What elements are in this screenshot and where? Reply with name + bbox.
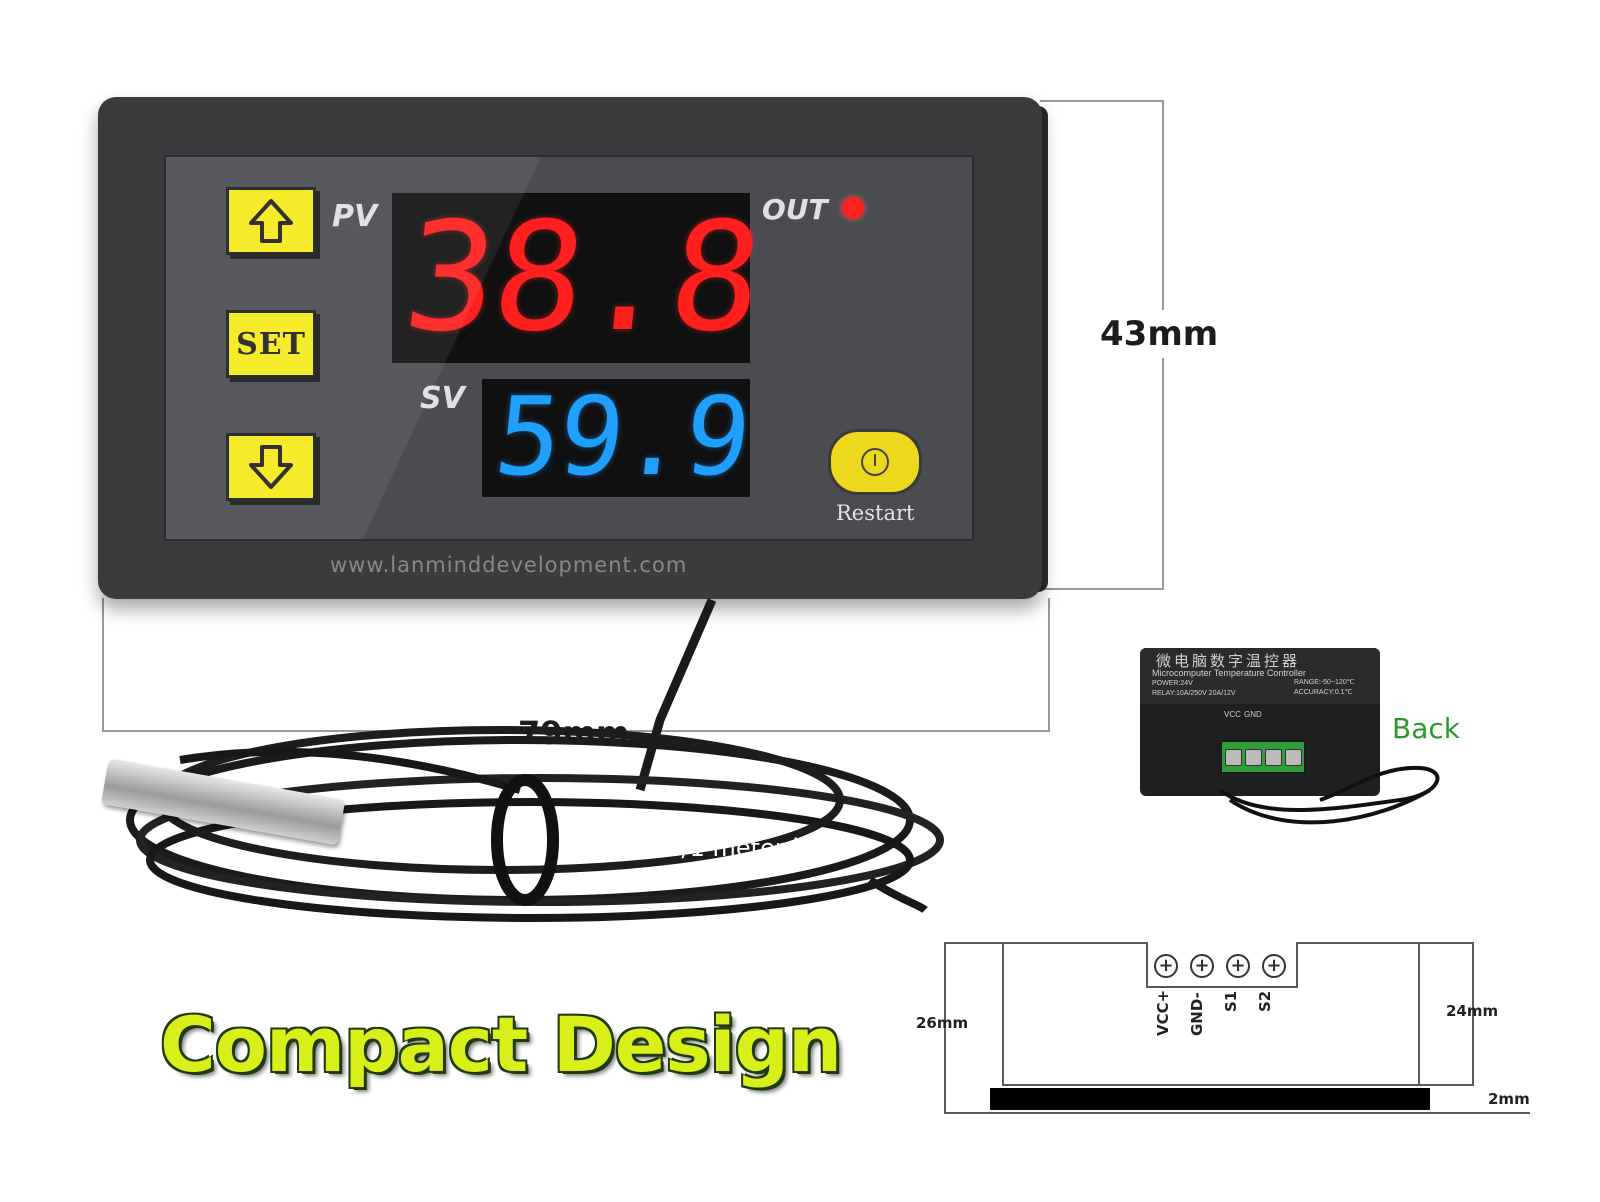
diagram-terminal-block: + + + + [1146,942,1298,988]
back-range: RANGE:-50~120℃ [1294,679,1355,686]
back-accuracy: ACCURACY:0.1℃ [1294,689,1353,696]
out-label: OUT [762,193,828,226]
diagram-left-edge [944,942,946,1114]
sv-display: 59.9 [482,375,755,500]
watermark-text: www.lanminddevelopment.com [330,553,688,577]
headline: Compact Design [160,1000,842,1089]
out-indicator-led [842,197,864,219]
terminal-block [1220,740,1306,774]
sv-label: SV [420,381,465,416]
back-power: POWER:24V [1152,680,1193,687]
terminal-screw-icon: + [1226,954,1250,978]
power-icon [861,448,889,476]
terminal-screw [1224,748,1242,766]
diagram-inner-right [1418,942,1420,1086]
right-dimension-label: 24mm [1446,1002,1499,1020]
back-view-label-plate: 微电脑数字温控器 Microcomputer Temperature Contr… [1140,648,1380,704]
pv-display: 38.8 [392,191,768,365]
back-title-cn: 微电脑数字温控器 [1156,653,1301,670]
back-pin-gnd: GND [1244,710,1262,719]
back-title-en: Microcomputer Temperature Controller [1152,668,1306,678]
back-pin-vcc: VCC [1224,710,1241,719]
restart-button[interactable] [828,429,922,495]
down-button[interactable] [226,433,316,501]
pin-label-vcc: VCC+ [1154,989,1172,1036]
set-button-label: SET [236,326,306,362]
pin-label-gnd: GND- [1188,992,1206,1036]
diagram-base-plate [990,1088,1430,1110]
back-relay: RELAY:10A/250V 20A/12V [1152,690,1236,697]
back-view-label: Back [1392,712,1460,745]
up-button[interactable] [226,187,316,255]
terminal-screw-icon: + [1190,954,1214,978]
pin-label-s1: S1 [1222,990,1240,1012]
diagram-foot [944,1112,1530,1114]
down-arrow-icon [249,445,293,489]
bottom-dimension-label: 2mm [1488,1090,1530,1108]
terminal-screw [1244,748,1262,766]
pin-label-s2: S2 [1256,990,1274,1012]
back-view-cable [1218,765,1440,825]
diagram-right-edge [1472,942,1474,1086]
up-arrow-icon [249,199,293,243]
sensor-label: Sensor w/1 meter line [572,834,836,862]
terminal-screw [1264,748,1282,766]
left-dimension-label: 26mm [916,1014,969,1032]
set-button[interactable]: SET [226,310,316,378]
diagram-inner-left [1002,942,1004,1086]
side-view-diagram: + + + + VCC+ GND- S1 S2 26mm 24mm 2mm [916,938,1540,1118]
height-dimension-label: 43mm [1100,310,1219,358]
terminal-screw [1284,748,1302,766]
back-view-unit: 微电脑数字温控器 Microcomputer Temperature Contr… [1140,648,1380,796]
restart-label: Restart [836,501,915,525]
width-dimension-label: 79mm [518,714,630,752]
terminal-screw-icon: + [1262,954,1286,978]
pv-label: PV [332,199,378,234]
diagram-bottom-edge [1002,1084,1472,1086]
terminal-screw-icon: + [1154,954,1178,978]
